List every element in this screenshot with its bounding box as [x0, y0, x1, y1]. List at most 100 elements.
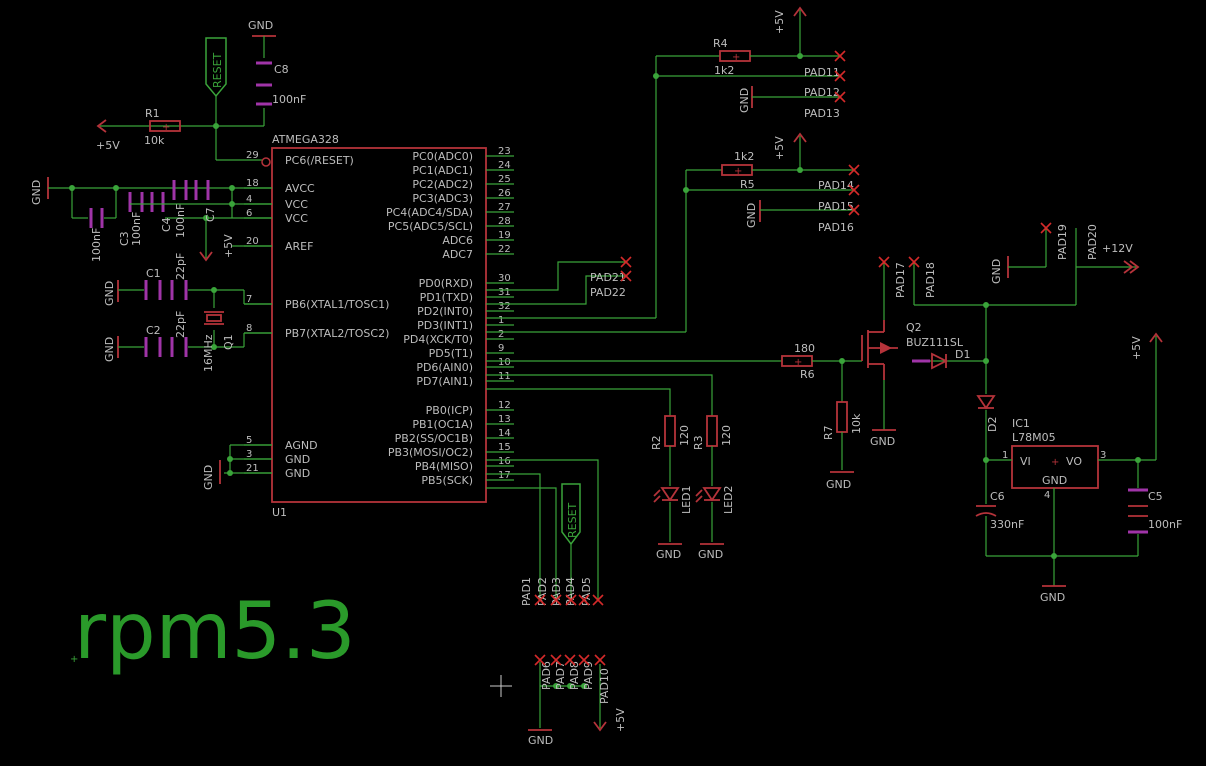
- junction: [983, 358, 989, 364]
- mcu-pin-number: 20: [246, 236, 259, 247]
- pad21-label: PAD21: [590, 271, 626, 284]
- gnd-label-r5: GND: [745, 203, 758, 228]
- ic1-body[interactable]: [1011, 445, 1099, 489]
- r1-label: R1: [145, 107, 160, 120]
- c8-value: 100nF: [272, 93, 306, 106]
- r7-body[interactable]: [836, 401, 848, 433]
- r7-label: R7: [822, 425, 835, 440]
- r1-body[interactable]: [149, 120, 181, 132]
- pad16-label: PAD16: [818, 221, 854, 234]
- wire: [486, 261, 626, 291]
- mcu-pin-number: 4: [246, 194, 252, 205]
- c4-value: 100nF: [174, 204, 187, 238]
- c1-label: C1: [146, 267, 161, 280]
- ic1-vi: VI: [1020, 455, 1031, 468]
- p5v-arrow: [199, 251, 213, 262]
- c2-value: 22pF: [174, 311, 187, 338]
- gnd-label-c8: GND: [248, 19, 273, 32]
- mcu-pin-name: PB6(XTAL1/TOSC1): [285, 298, 389, 311]
- p5v-arrow: [793, 6, 807, 17]
- r2-label: R2: [650, 435, 663, 450]
- reset-section: GND C8 100nF +5V + R1 10k RESET: [96, 19, 306, 167]
- pad12-label: PAD12: [804, 86, 840, 99]
- r5-value: 1k2: [734, 150, 754, 163]
- led1-label: LED1: [680, 485, 693, 514]
- junction: [227, 456, 233, 462]
- mcu-pin-number: 5: [246, 435, 252, 446]
- mcu-pin-number: 30: [498, 273, 511, 284]
- r2-body[interactable]: [664, 415, 676, 447]
- mcu-pin-name: ADC6: [442, 234, 473, 247]
- mcu-pin-name: PD7(AIN1): [416, 375, 473, 388]
- r3-value: 120: [720, 425, 733, 446]
- reset-label-flag-isp: [561, 483, 581, 546]
- wire: [486, 487, 557, 600]
- gnd-label-c2: GND: [103, 337, 116, 362]
- pad22-label: PAD22: [590, 286, 626, 299]
- mcu-pin-name: PD4(XCK/T0): [403, 333, 473, 346]
- gnd-label-q2: GND: [870, 435, 895, 448]
- gnd-label-pads: GND: [528, 734, 553, 747]
- mcu-pin-number: 7: [246, 294, 252, 305]
- pad-x-mark: [848, 164, 860, 176]
- serial-pads: PAD21 PAD22: [486, 261, 626, 305]
- mcu-pin-number: 2: [498, 329, 504, 340]
- pad20-label: PAD20: [1086, 224, 1099, 260]
- p5v-label-pads: +5V: [614, 708, 627, 732]
- pad-x-mark: [534, 654, 546, 666]
- mcu-pin-number: 27: [498, 202, 511, 213]
- c7-label: C7: [204, 207, 217, 222]
- pads-14-16: + 1k2 R5 +5V PAD14 GND PAD15 PAD16: [486, 132, 854, 333]
- p5v-label-r4: +5V: [773, 10, 786, 34]
- pad-x-mark: [848, 184, 860, 196]
- p5v-arrow: [793, 132, 807, 143]
- mcu-pin-name: PC5(ADC5/SCL): [388, 220, 473, 233]
- mcu-pin-name: AREF: [285, 240, 313, 253]
- d2-label: D2: [986, 417, 999, 432]
- mcu-pin-number: 8: [246, 323, 252, 334]
- p5v-label-dec: +5V: [222, 234, 235, 258]
- ic1-gnd: GND: [1042, 474, 1067, 487]
- mosfet-section: + 180 R6 R7 10k GND Q2 BUZ111SL GND PAD1…: [486, 224, 1140, 491]
- pad-x-mark: [620, 256, 632, 268]
- r5-label: R5: [740, 178, 755, 191]
- mcu-pin-name: PB2(SS/OC1B): [395, 432, 473, 445]
- gnd-label-dec: GND: [30, 180, 43, 205]
- pad9-label: PAD9: [582, 661, 595, 690]
- q1-crystal[interactable]: [206, 314, 222, 322]
- pad4-label: PAD4: [564, 577, 577, 606]
- pad13-label: PAD13: [804, 107, 840, 120]
- junction: [229, 185, 235, 191]
- mcu-pin-name: GND: [285, 467, 310, 480]
- pad-x-mark: [878, 256, 890, 268]
- mcu-pin-number: 13: [498, 414, 511, 425]
- mcu-pin-number: 23: [498, 146, 511, 157]
- led1-triangle: [660, 487, 680, 502]
- mcu-pin-name: PC2(ADC2): [412, 178, 473, 191]
- ic1-label: IC1: [1012, 417, 1030, 430]
- r4-value: 1k2: [714, 64, 734, 77]
- junction: [227, 470, 233, 476]
- origin-mark: +: [70, 654, 78, 665]
- c3b-value: 100nF: [130, 212, 143, 246]
- crystal-section: GND C1 22pF GND C2 22pF 16MHz Q1: [103, 253, 272, 372]
- pad-x-mark: [564, 654, 576, 666]
- mcu-pin-name: PD5(T1): [429, 347, 473, 360]
- r5-marker: +: [734, 166, 742, 177]
- decoupling-section: GND +5V 100nF C3 100nF C4 100nF C7: [30, 177, 272, 262]
- r7-value: 10k: [850, 413, 863, 434]
- r3-body[interactable]: [706, 415, 718, 447]
- mcu-pin-number: 12: [498, 400, 511, 411]
- gnd-label-r7: GND: [826, 478, 851, 491]
- junction: [581, 683, 587, 689]
- q2-arrow: [880, 342, 892, 354]
- q2-value: BUZ111SL: [906, 336, 964, 349]
- c3-label: C3: [118, 231, 131, 246]
- mcu-pin-number: 32: [498, 301, 511, 312]
- c3-value: 100nF: [90, 228, 103, 262]
- c5-label: C5: [1148, 490, 1163, 503]
- c2-label: C2: [146, 324, 161, 337]
